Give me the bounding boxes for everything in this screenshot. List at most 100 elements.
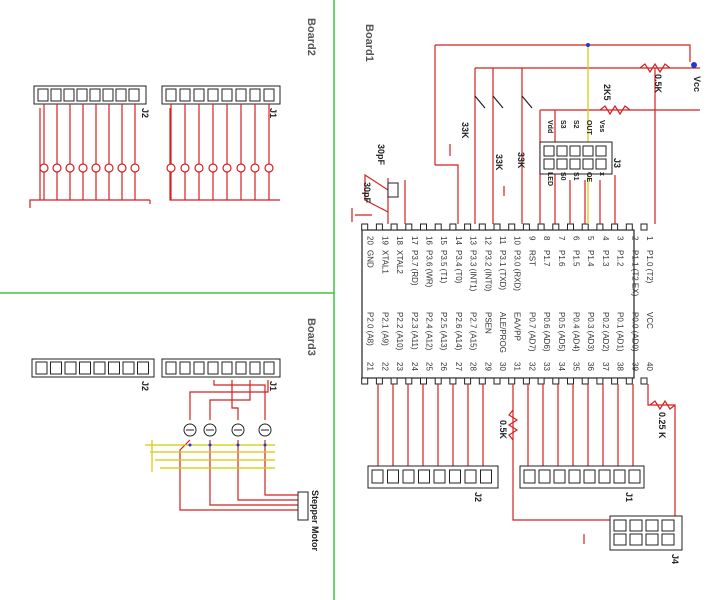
connector-pin [433,469,446,484]
led [91,163,101,173]
mcu-pin [464,223,472,231]
capacitor-a-label: 30pF [376,144,386,166]
mcu-pin-name: P3.7 (RD) [410,250,419,286]
led [104,163,114,173]
mcu-pin-number: 20 [366,236,375,245]
led [180,163,190,173]
board2-title: Board2 [305,18,317,56]
led [78,163,88,173]
connector-pin [523,469,536,484]
resistor-33k-a-label: 33K [460,122,470,139]
mcu-pin-name: P3.2 (INT0) [483,250,492,292]
resistor-2k5 [599,104,631,116]
mcu-pin-number: 11 [498,236,507,245]
mcu-pin-name: P0.6 (AD6) [542,312,551,352]
connector-pin [193,88,205,102]
led [194,163,204,173]
mcu-pin [361,223,369,231]
mcu-pin [434,377,442,385]
mcu-pin-number: 8 [542,236,551,241]
resistor-top [639,62,671,74]
mcu-pin-name: VCC [645,312,654,329]
j3-pin-label: LED [546,172,553,186]
mcu-pin [361,377,369,385]
board2-j2-label: J2 [140,108,150,118]
connector-pin [179,361,191,375]
mcu-pin [493,377,501,385]
led [130,163,140,173]
mcu-pin-number: 28 [469,362,478,371]
mcu-pin-number: 35 [572,362,581,371]
mcu-pin [449,377,457,385]
connector-pin [582,145,594,157]
connector-pin [207,361,219,375]
mcu-pin [405,223,413,231]
led [65,163,75,173]
connector-pin [249,361,261,375]
connector-pin [165,361,177,375]
board1-title: Board1 [363,24,375,62]
mcu-pin-name: XTAL2 [395,250,404,274]
resistor-33k-c-label: 33K [516,152,526,169]
mcu-pin-number: 3 [616,236,625,241]
crystal [387,182,399,198]
resistor-ea [507,409,519,441]
j4-cells [613,519,675,546]
junction [188,443,192,447]
mcu-pin [522,377,530,385]
connector-pin [613,533,627,546]
mcu-pin [552,377,560,385]
j3-cells [543,145,607,170]
mcu-pin-number: 17 [410,236,419,245]
connector-pin [89,88,101,102]
connector-pin [543,158,555,170]
mcu-pin [552,223,560,231]
mcu-pin [537,223,545,231]
mcu-pin [508,377,516,385]
j3-pin-label: S3 [559,120,566,129]
mcu-pin [464,377,472,385]
mcu-pin-number: 25 [425,362,434,371]
connector-pin [50,88,62,102]
board3-transistors [183,423,272,447]
connector-pin [661,533,675,546]
junction [208,443,212,447]
j3-pin-label: Vdd [546,120,553,133]
led [264,163,274,173]
mcu-pin-name: P3.3 (INT1) [469,250,478,292]
switch-2 [492,95,504,109]
led [208,163,218,173]
connector-pin [122,361,135,375]
mcu-pin-name: P1.5 [572,250,581,267]
junction [263,443,267,447]
j3-pin-label: S1 [572,172,579,181]
mcu-pin [478,223,486,231]
board3-j1-label: J1 [268,381,278,391]
mcu-pin-name: P0.2 (AD2) [601,312,610,352]
connector-pin [582,158,594,170]
connector-pin [402,469,415,484]
mcu-pin [596,377,604,385]
board3-title: Board3 [305,318,317,356]
connector-pin [128,88,140,102]
mcu-pin-name: ALE/PROG [498,312,507,353]
resistor-33k-b-label: 33K [494,154,504,171]
mcu-pin-name: P1.6 [557,250,566,267]
mcu-pin-name: P3.1 (TXD) [498,250,507,290]
connector-pin [50,361,62,375]
connector-pin [235,88,247,102]
led [166,163,176,173]
mcu-pin [390,223,398,231]
board2-leds [39,104,274,200]
capacitor-b-label: 30pF [362,182,372,204]
mcu-pin [596,223,604,231]
mcu-pin-name: P2.1 (A9) [380,312,389,346]
stepper-motor-connector [297,491,309,521]
mcu-pin-number: 4 [601,236,610,241]
mcu-pin-number: 13 [469,236,478,245]
mcu-pin [420,377,427,385]
connector-pin [595,158,607,170]
resistor-right-label: 0.25 K [657,412,667,439]
